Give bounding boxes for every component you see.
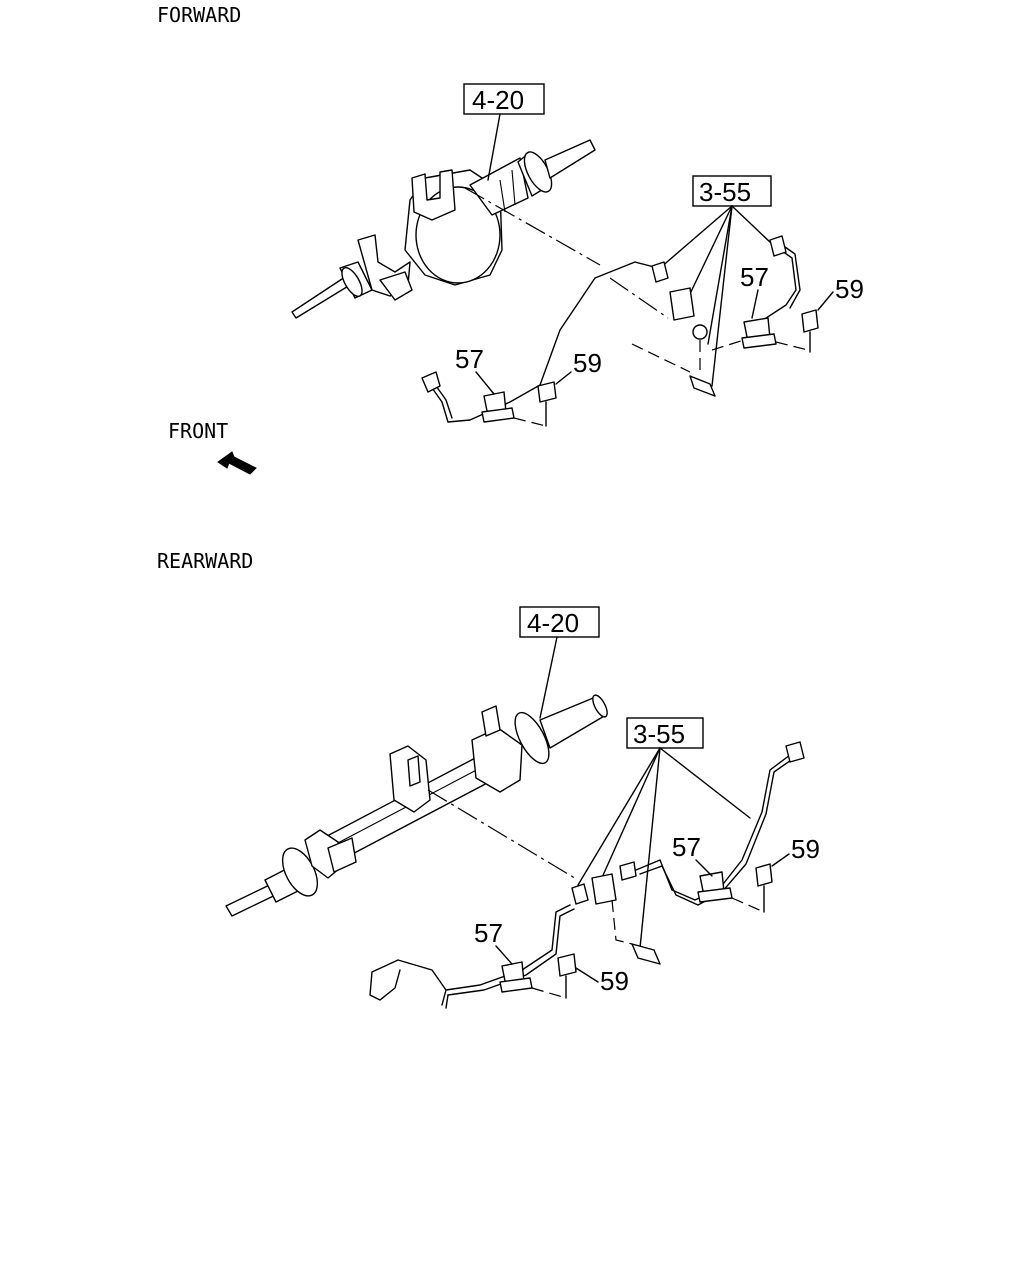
forward-ref-4-20: 4-20 (463, 83, 545, 181)
rearward-section: REARWARD 4-20 (157, 549, 820, 1009)
forward-callout-57-right: 57 (740, 262, 769, 292)
rearward-callout-59-right: 59 (791, 834, 820, 864)
forward-ref-4-20-label: 4-20 (472, 85, 524, 115)
forward-ref-3-55: 3-55 (659, 175, 773, 387)
forward-bolt-right: 59 (775, 274, 864, 353)
forward-heading: FORWARD (157, 3, 241, 27)
forward-callout-59-right: 59 (835, 274, 864, 304)
rearward-callout-59-left: 59 (600, 966, 629, 996)
rearward-ref-3-55-label: 3-55 (633, 719, 685, 749)
rearward-ref-4-20-label: 4-20 (527, 608, 579, 638)
rearward-callout-57-right: 57 (672, 832, 701, 862)
rearward-clip-right: 57 (672, 832, 733, 903)
rearward-clip-left: 57 (474, 918, 533, 993)
rearward-ref-4-20: 4-20 (519, 606, 600, 719)
forward-ref-3-55-label: 3-55 (699, 177, 751, 207)
rearward-bolt-left: 59 (531, 953, 629, 999)
front-indicator: FRONT (168, 419, 257, 475)
rearward-heading: REARWARD (157, 549, 253, 573)
rearward-bolt-right: 59 (731, 834, 820, 913)
forward-clip-left: 57 (455, 344, 515, 423)
rearward-axle-housing (225, 694, 608, 917)
forward-axle-housing (291, 139, 596, 319)
front-arrow-icon (217, 451, 257, 475)
rearward-ref-3-55: 3-55 (577, 717, 751, 949)
front-label: FRONT (168, 419, 228, 443)
forward-bolt-left: 59 (513, 348, 602, 427)
forward-clip-right: 57 (740, 262, 777, 349)
forward-callout-57-left: 57 (455, 344, 484, 374)
forward-callout-59-left: 59 (573, 348, 602, 378)
forward-section: FORWARD 4-20 (157, 3, 864, 475)
rearward-callout-57-left: 57 (474, 918, 503, 948)
